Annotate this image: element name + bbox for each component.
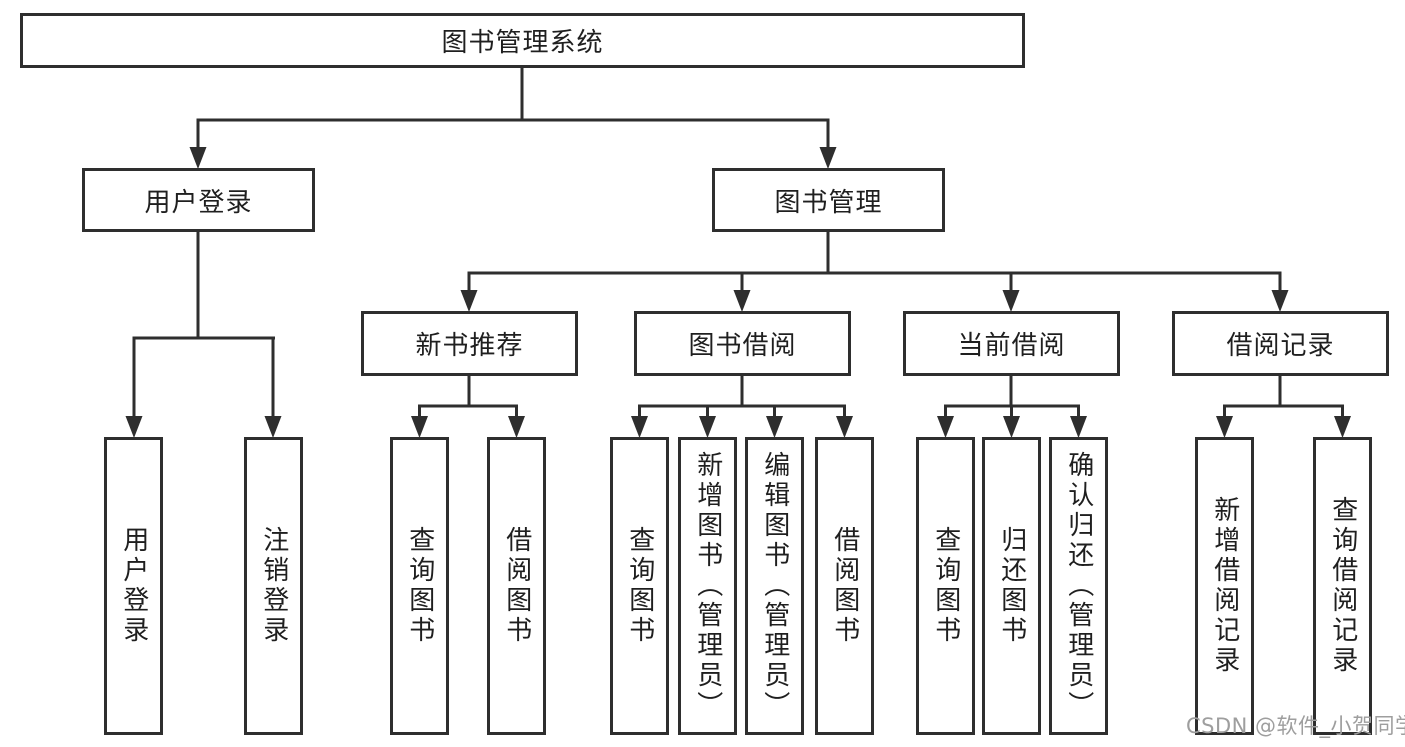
leaf-add-borrow-record: 新增借阅记录 bbox=[1195, 437, 1254, 735]
node-user-login-branch-label: 用户登录 bbox=[144, 187, 253, 218]
arrowheads bbox=[125, 147, 1351, 438]
node-current-borrowing: 当前借阅 bbox=[903, 311, 1120, 376]
node-book-borrowing-label: 图书借阅 bbox=[688, 331, 797, 361]
node-book-management: 图书管理 bbox=[712, 168, 945, 232]
node-current-borrowing-label: 当前借阅 bbox=[957, 331, 1066, 361]
leaf-confirm-return-admin-label: 确认归还（管理员） bbox=[1063, 451, 1094, 721]
leaf-return-books-label: 归还图书 bbox=[996, 526, 1027, 646]
leaf-user-login-label: 用户登录 bbox=[118, 526, 149, 646]
leaf-query-borrow-record: 查询借阅记录 bbox=[1313, 437, 1372, 735]
leaf-borrow-query-books-label: 查询图书 bbox=[624, 526, 655, 646]
leaf-user-login: 用户登录 bbox=[104, 437, 163, 735]
node-borrow-records-label: 借阅记录 bbox=[1226, 331, 1335, 361]
leaf-recommend-query-books-label: 查询图书 bbox=[404, 526, 435, 646]
node-new-book-recommend: 新书推荐 bbox=[361, 311, 578, 376]
leaf-current-query-books-label: 查询图书 bbox=[930, 526, 961, 646]
leaf-edit-books-admin: 编辑图书（管理员） bbox=[745, 437, 804, 735]
node-user-login-branch: 用户登录 bbox=[82, 168, 315, 232]
leaf-logout: 注销登录 bbox=[244, 437, 303, 735]
leaf-add-books-admin: 新增图书（管理员） bbox=[678, 437, 737, 735]
node-book-borrowing: 图书借阅 bbox=[634, 311, 851, 376]
node-new-book-recommend-label: 新书推荐 bbox=[415, 331, 524, 361]
leaf-recommend-borrow-books-label: 借阅图书 bbox=[501, 526, 532, 646]
leaf-borrow-books-label: 借阅图书 bbox=[829, 526, 860, 646]
leaf-edit-books-admin-label: 编辑图书（管理员） bbox=[759, 451, 790, 721]
leaf-recommend-query-books: 查询图书 bbox=[390, 437, 449, 735]
node-borrow-records: 借阅记录 bbox=[1172, 311, 1389, 376]
leaf-recommend-borrow-books: 借阅图书 bbox=[487, 437, 546, 735]
leaf-add-borrow-record-label: 新增借阅记录 bbox=[1209, 496, 1240, 676]
leaf-query-borrow-record-label: 查询借阅记录 bbox=[1327, 496, 1358, 676]
node-book-management-label: 图书管理 bbox=[774, 187, 883, 218]
leaf-add-books-admin-label: 新增图书（管理员） bbox=[692, 451, 723, 721]
leaf-current-query-books: 查询图书 bbox=[916, 437, 975, 735]
node-root-label: 图书管理系统 bbox=[441, 28, 604, 58]
leaf-confirm-return-admin: 确认归还（管理员） bbox=[1049, 437, 1108, 735]
leaf-logout-label: 注销登录 bbox=[258, 526, 289, 646]
leaf-return-books: 归还图书 bbox=[982, 437, 1041, 735]
node-root: 图书管理系统 bbox=[20, 13, 1025, 68]
csdn-watermark: CSDN @软件_小贺同学 bbox=[1186, 714, 1405, 738]
leaf-borrow-books: 借阅图书 bbox=[815, 437, 874, 735]
leaf-borrow-query-books: 查询图书 bbox=[610, 437, 669, 735]
